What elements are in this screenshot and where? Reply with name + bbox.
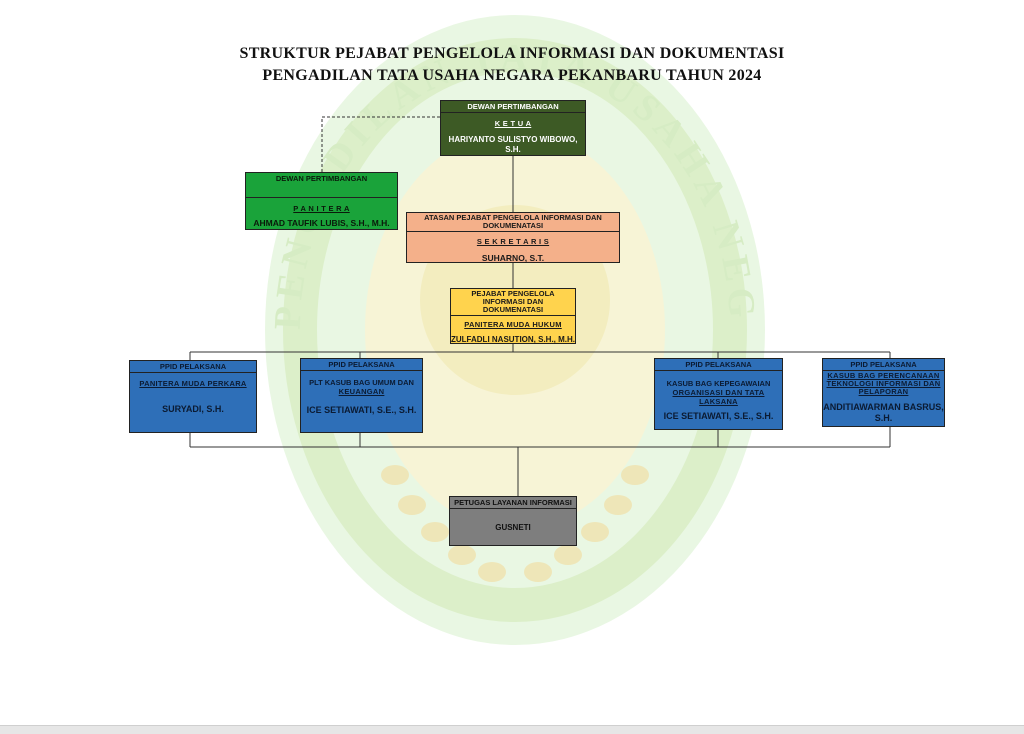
pelaksana-2-name: ICE SETIAWATI, S.E., S.H.: [306, 405, 417, 415]
pelaksana-1-role: PANITERA MUDA PERKARA: [139, 379, 247, 388]
pelaksana-3-header: PPID PELAKSANA: [655, 359, 782, 371]
petugas-name: GUSNETI: [495, 523, 531, 532]
pelaksana-4-header: PPID PELAKSANA: [823, 359, 944, 371]
sekretaris-role: S E K R E T A R I S: [476, 237, 550, 246]
ppid-header: PEJABAT PENGELOLA INFORMASI DAN DOKUMENA…: [451, 289, 575, 316]
panitera-role: P A N I T E R A: [293, 204, 350, 213]
petugas-box: PETUGAS LAYANAN INFORMASI GUSNETI: [449, 496, 577, 546]
chart-title-line-2: PENGADILAN TATA USAHA NEGARA PEKANBARU T…: [262, 67, 762, 84]
petugas-header: PETUGAS LAYANAN INFORMASI: [450, 497, 576, 509]
pelaksana-3-role: ORGANISASI DAN TATA LAKSANA: [672, 388, 765, 406]
ketua-header: DEWAN PERTIMBANGAN: [441, 101, 585, 113]
pelaksana-1-box: PPID PELAKSANA PANITERA MUDA PERKARA SUR…: [129, 360, 257, 433]
sekretaris-box: ATASAN PEJABAT PENGELOLA INFORMASI DAN D…: [406, 212, 620, 263]
ketua-box: DEWAN PERTIMBANGAN K E T U A HARIYANTO S…: [440, 100, 586, 156]
ketua-name: HARIYANTO SULISTYO WIBOWO, S.H.: [448, 135, 578, 154]
pelaksana-4-role: KASUB BAG PERENCANAAN TEKNOLOGI INFORMAS…: [826, 371, 941, 396]
pelaksana-3-name: ICE SETIAWATI, S.E., S.H.: [663, 411, 774, 421]
window-bottom-bar: [0, 725, 1024, 734]
panitera-header: DEWAN PERTIMBANGAN: [246, 173, 397, 198]
ppid-box: PEJABAT PENGELOLA INFORMASI DAN DOKUMENA…: [450, 288, 576, 344]
pelaksana-3-role-line: KASUB BAG KEPEGAWAIAN: [666, 379, 771, 388]
pelaksana-2-role-line: PLT KASUB BAG UMUM DAN: [309, 378, 414, 387]
pelaksana-4-name: ANDITIAWARMAN BASRUS, S.H.: [823, 402, 944, 423]
ppid-name: ZULFADLI NASUTION, S.H., M.H.: [451, 335, 575, 344]
panitera-name: AHMAD TAUFIK LUBIS, S.H., M.H.: [253, 218, 390, 228]
panitera-box: DEWAN PERTIMBANGAN P A N I T E R A AHMAD…: [245, 172, 398, 230]
pelaksana-4-box: PPID PELAKSANA KASUB BAG PERENCANAAN TEK…: [822, 358, 945, 427]
pelaksana-1-name: SURYADI, S.H.: [162, 404, 224, 414]
pelaksana-3-box: PPID PELAKSANA KASUB BAG KEPEGAWAIAN ORG…: [654, 358, 783, 430]
ppid-role: PANITERA MUDA HUKUM: [464, 320, 562, 329]
sekretaris-header: ATASAN PEJABAT PENGELOLA INFORMASI DAN D…: [407, 213, 619, 232]
ketua-role: K E T U A: [494, 119, 532, 128]
pelaksana-2-header: PPID PELAKSANA: [301, 359, 422, 371]
pelaksana-2-role: KEUANGAN: [338, 387, 385, 396]
pelaksana-1-header: PPID PELAKSANA: [130, 361, 256, 373]
pelaksana-2-box: PPID PELAKSANA PLT KASUB BAG UMUM DAN KE…: [300, 358, 423, 433]
sekretaris-name: SUHARNO, S.T.: [481, 253, 545, 263]
chart-title-line-1: STRUKTUR PEJABAT PENGELOLA INFORMASI DAN…: [239, 45, 785, 62]
